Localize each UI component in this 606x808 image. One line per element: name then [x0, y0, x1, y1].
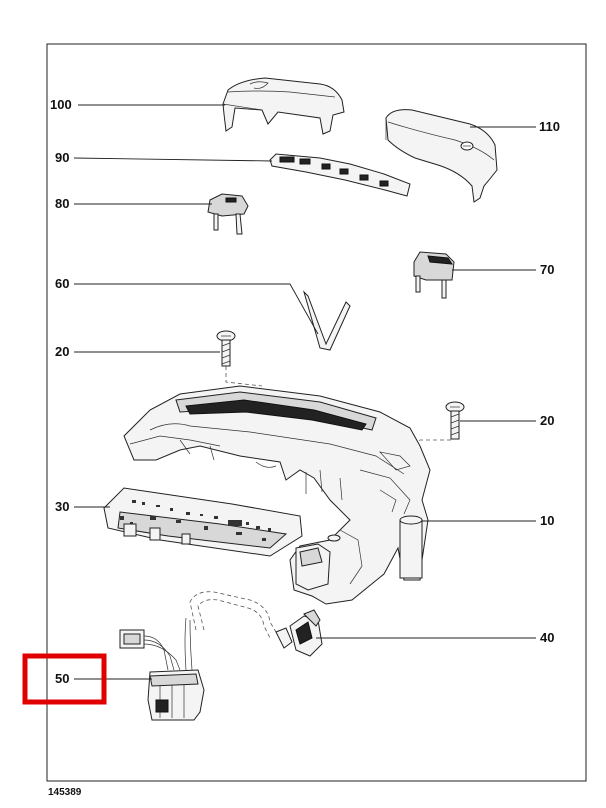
leader-60 — [74, 283, 319, 335]
leader-lines — [73, 104, 536, 680]
part-30-pcb — [103, 487, 303, 557]
label-90: 90 — [55, 150, 69, 165]
part-70-knob — [413, 251, 455, 299]
part-20-screw-left — [216, 330, 263, 387]
part-90-membrane-strip — [269, 153, 411, 197]
part-40-sensor — [189, 591, 323, 657]
label-70: 70 — [540, 262, 554, 277]
part-20-screw-right — [409, 401, 465, 449]
label-110: 110 — [539, 119, 560, 134]
document-id: 145389 — [48, 787, 82, 798]
label-20-left: 20 — [55, 344, 69, 359]
part-50-connector-harness — [119, 617, 205, 721]
label-50: 50 — [55, 671, 69, 686]
label-20-right: 20 — [540, 413, 554, 428]
part-100-top-cover — [222, 77, 345, 135]
part-60-spring — [302, 290, 351, 351]
diagram-frame — [46, 43, 587, 782]
leader-90 — [73, 157, 273, 162]
label-30: 30 — [55, 499, 69, 514]
highlight-box-50 — [22, 653, 107, 705]
part-110-top-cover — [385, 109, 498, 203]
part-10-main-housing — [123, 385, 431, 605]
label-80: 80 — [55, 196, 69, 211]
label-100: 100 — [50, 97, 72, 112]
label-60: 60 — [55, 276, 69, 291]
label-10: 10 — [540, 513, 554, 528]
label-40: 40 — [540, 630, 554, 645]
part-80-switch-button — [207, 193, 249, 235]
